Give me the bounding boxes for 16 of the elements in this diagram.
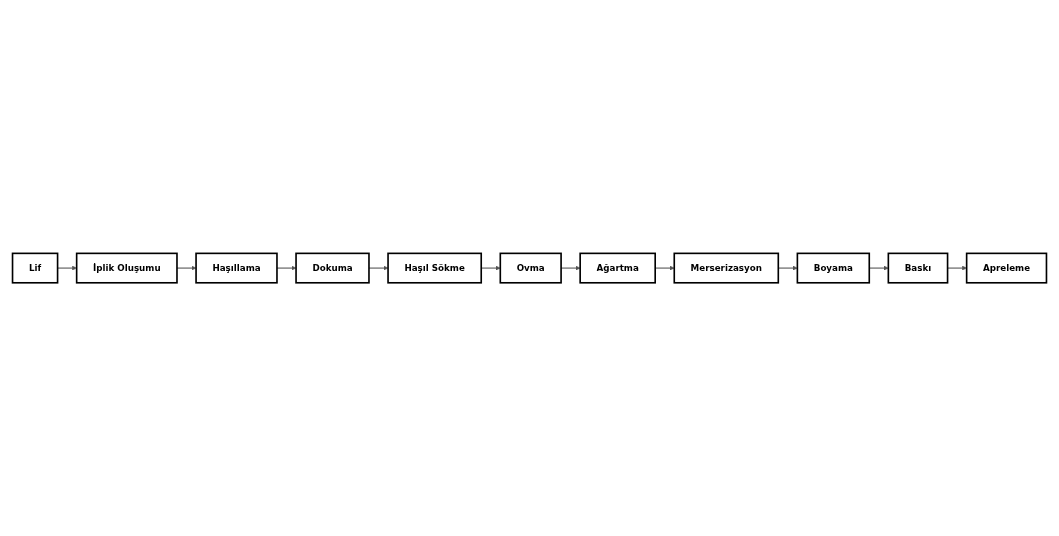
arrow (57, 265, 77, 271)
node-box: Haşıl Sökme (387, 252, 483, 284)
node-box: İplik Oluşumu (75, 252, 178, 284)
arrow (947, 265, 967, 271)
node-box: Haşıllama (195, 252, 278, 284)
node-box: Dokuma (295, 252, 370, 284)
node-box: Merserizasyon (673, 252, 780, 284)
arrow (176, 265, 197, 271)
node-box: Ağartma (579, 252, 656, 284)
node-box: Apreleme (965, 252, 1048, 284)
node-box: Baskı (887, 252, 949, 284)
node-box: Ovma (499, 252, 562, 284)
arrow (368, 265, 389, 271)
node-box: Boyama (796, 252, 871, 284)
arrow (276, 265, 297, 271)
node-box: Lif (11, 252, 59, 284)
